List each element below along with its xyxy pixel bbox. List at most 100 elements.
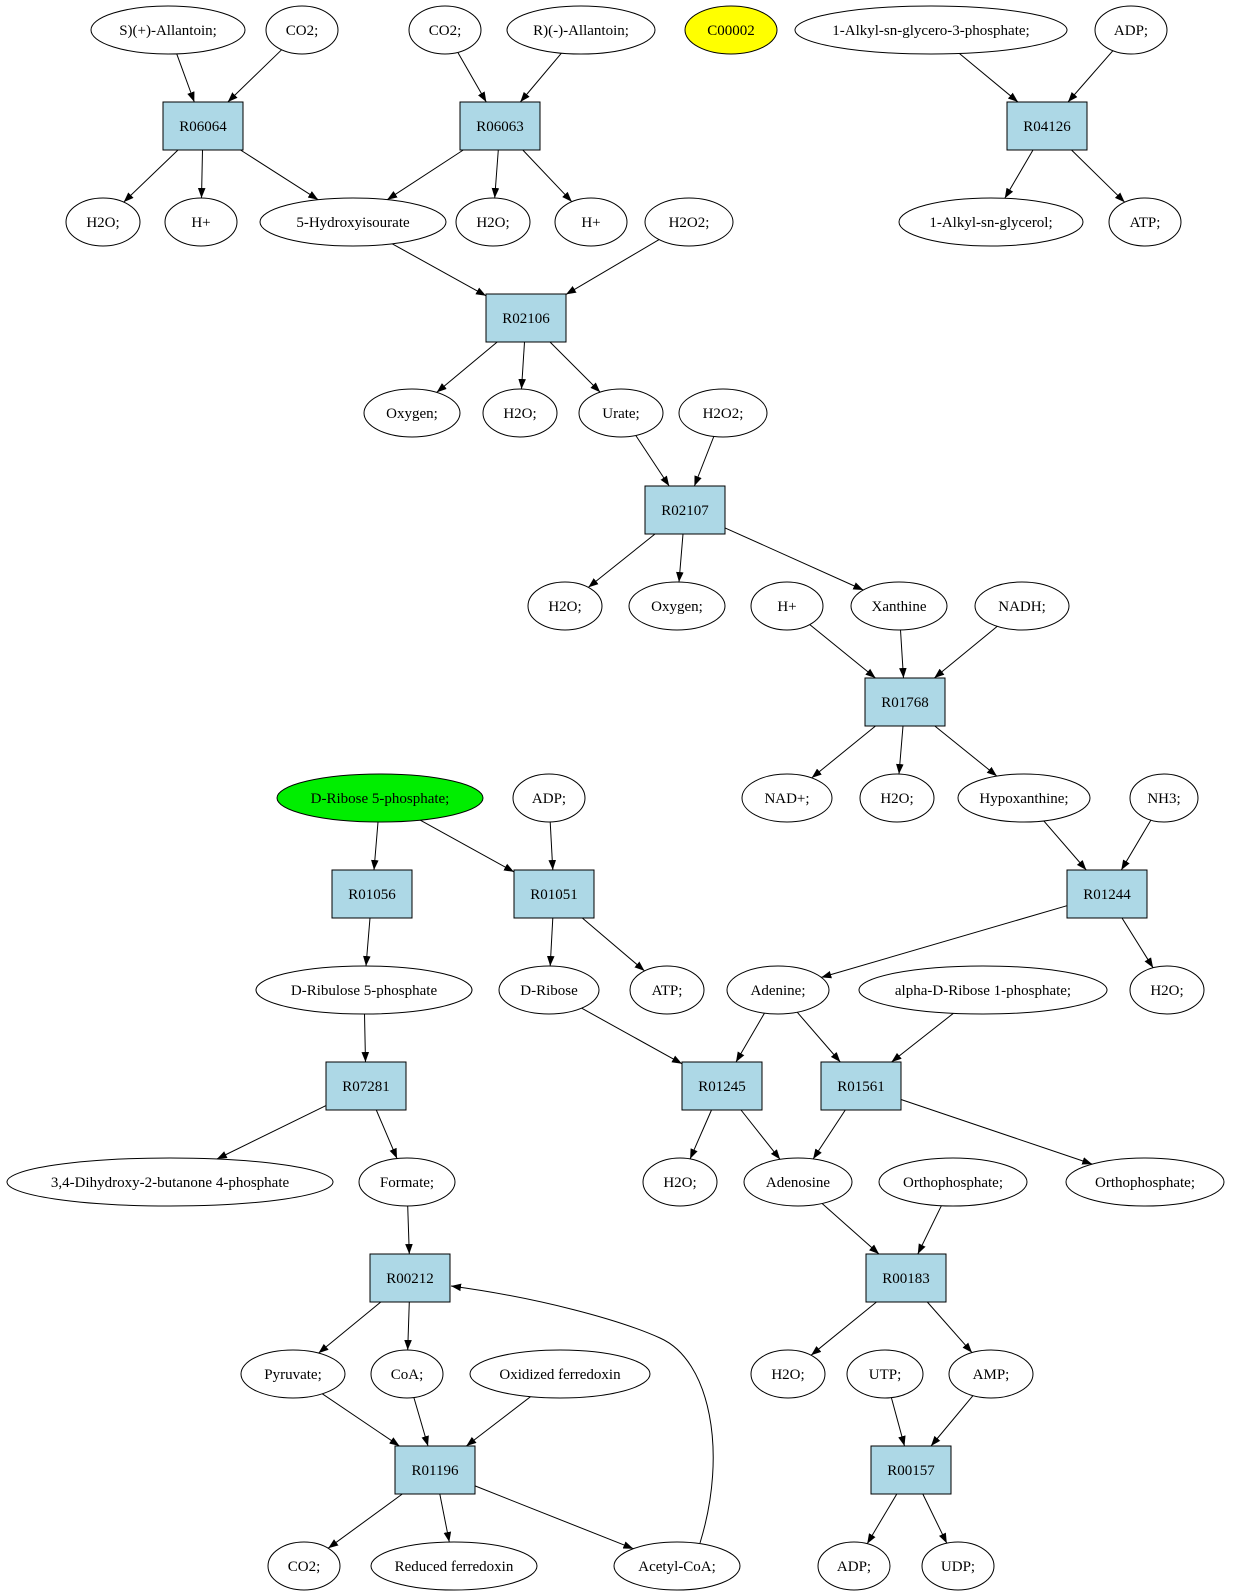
compound-node[interactable]: H2O2; (644, 197, 734, 247)
compound-node[interactable]: H+ (164, 197, 238, 247)
reaction-node[interactable]: R06063 (459, 101, 541, 151)
compound-node[interactable]: Oxygen; (628, 581, 726, 631)
compound-label: Oxidized ferredoxin (499, 1367, 621, 1383)
compound-shape (741, 773, 833, 823)
compound-node[interactable]: Orthophosphate; (1065, 1157, 1225, 1207)
edge-c_hypoxanthine-to-r_R01244 (1043, 820, 1087, 871)
compound-label: ADP; (837, 1559, 871, 1575)
compound-node[interactable]: CO2; (265, 5, 339, 55)
compound-node[interactable]: ADP; (817, 1541, 891, 1591)
compound-node[interactable]: Reduced ferredoxin (370, 1541, 538, 1591)
compound-node[interactable]: D-Ribose (498, 965, 600, 1015)
edge-c_ribulose5p-to-r_R07281 (361, 1013, 370, 1063)
reaction-node[interactable]: R01245 (681, 1061, 763, 1111)
reaction-box (820, 1061, 902, 1111)
compound-node[interactable]: H2O; (859, 773, 935, 823)
reaction-node[interactable]: R00183 (865, 1253, 947, 1303)
compound-node[interactable]: 1-Alkyl-sn-glycero-3-phosphate; (794, 5, 1068, 55)
compound-node[interactable]: Hypoxanthine; (957, 773, 1091, 823)
compound-node[interactable]: H2O; (750, 1349, 826, 1399)
edge-arrow (546, 917, 555, 967)
compound-node[interactable]: CoA; (370, 1349, 444, 1399)
edge-arrow (391, 243, 487, 297)
compound-shape (1065, 1157, 1225, 1207)
reaction-node[interactable]: R02106 (485, 293, 567, 343)
compound-node[interactable]: H2O; (1129, 965, 1205, 1015)
compound-node[interactable]: S)(+)-Allantoin; (90, 5, 246, 55)
compound-node[interactable]: D-Ribulose 5-phosphate (255, 965, 473, 1015)
compound-node[interactable]: 5-Hydroxyisourate (259, 197, 447, 247)
compound-node[interactable]: ADP; (1094, 5, 1168, 55)
compound-node[interactable]: NH3; (1129, 773, 1199, 823)
compound-node[interactable]: ADP; (512, 773, 586, 823)
edge-r_R01244-to-c_adenine (821, 905, 1068, 979)
reaction-node[interactable]: R06064 (162, 101, 244, 151)
compound-label: Formate; (380, 1175, 434, 1191)
compound-node[interactable]: Pyruvate; (240, 1349, 346, 1399)
reaction-node[interactable]: R01056 (331, 869, 413, 919)
compound-node[interactable]: NAD+; (741, 773, 833, 823)
compound-node[interactable]: H2O; (527, 581, 603, 631)
compound-node[interactable]: H+ (554, 197, 628, 247)
compound-node[interactable]: alpha-D-Ribose 1-phosphate; (858, 965, 1108, 1015)
compound-node[interactable]: D-Ribose 5-phosphate; (276, 773, 484, 823)
compound-node[interactable]: H2O; (455, 197, 531, 247)
compound-node[interactable]: Xanthine (850, 581, 948, 631)
compound-label: CO2; (429, 23, 462, 39)
compound-shape (370, 1349, 444, 1399)
edge-arrow (1071, 149, 1126, 203)
compound-node[interactable]: Formate; (358, 1157, 456, 1207)
compound-node[interactable]: H+ (750, 581, 824, 631)
edge-c_alkyl_g3p-to-r_R04126 (959, 53, 1019, 103)
compound-node[interactable]: H2O; (642, 1157, 718, 1207)
compound-node[interactable]: ATP; (1108, 197, 1182, 247)
compound-node[interactable]: 3,4-Dihydroxy-2-butanone 4-phosphate (6, 1157, 334, 1207)
reaction-node[interactable]: R04126 (1006, 101, 1088, 151)
compound-node[interactable]: Orthophosphate; (878, 1157, 1028, 1207)
reaction-node[interactable]: R00157 (870, 1445, 952, 1495)
compound-node[interactable]: H2O2; (678, 388, 768, 438)
compound-node[interactable]: H2O; (482, 388, 558, 438)
compound-node[interactable]: H2O; (65, 197, 141, 247)
reaction-node[interactable]: R07281 (325, 1061, 407, 1111)
reaction-node[interactable]: R02107 (644, 485, 726, 535)
edge-arrow (491, 149, 500, 199)
edge-r_R06064-to-c_hplus_1 (197, 149, 206, 199)
compound-node[interactable]: UTP; (846, 1349, 924, 1399)
compound-node[interactable]: Adenosine (743, 1157, 853, 1207)
compound-node[interactable]: AMP; (948, 1349, 1034, 1399)
edge-r_R01561-to-c_ortho_2 (900, 1099, 1093, 1165)
reaction-label: R01768 (881, 695, 929, 711)
compound-node[interactable]: NADH; (974, 581, 1070, 631)
edge-arrow (796, 1011, 841, 1063)
compound-shape (512, 773, 586, 823)
edge-c_h2o2_2-to-r_R02107 (693, 436, 715, 487)
compound-label: S)(+)-Allantoin; (119, 23, 217, 39)
compound-node[interactable]: R)(-)-Allantoin; (506, 5, 656, 55)
compound-node[interactable]: UDP; (921, 1541, 995, 1591)
reaction-node[interactable]: R00212 (369, 1253, 451, 1303)
compound-node[interactable]: 1-Alkyl-sn-glycerol; (898, 197, 1084, 247)
reaction-node[interactable]: R01196 (394, 1445, 476, 1495)
reaction-node[interactable]: R01561 (820, 1061, 902, 1111)
edge-arrow (821, 1203, 880, 1255)
compound-node[interactable]: ATP; (629, 965, 705, 1015)
compound-node[interactable]: CO2; (408, 5, 482, 55)
compound-node[interactable]: Urate; (578, 388, 664, 438)
compound-shape (482, 388, 558, 438)
compound-node[interactable]: Acetyl-CoA; (613, 1541, 741, 1591)
compound-node[interactable]: Oxidized ferredoxin (469, 1349, 651, 1399)
compound-node[interactable]: C00002 (684, 5, 778, 55)
reaction-label: R06064 (179, 119, 227, 135)
compound-node[interactable]: Oxygen; (363, 388, 461, 438)
edge-c_s_allantoin-to-r_R06064 (176, 53, 195, 103)
reaction-node[interactable]: R01244 (1066, 869, 1148, 919)
edge-arrow (240, 149, 319, 201)
edge-arrow (363, 917, 371, 967)
compound-node[interactable]: Adenine; (726, 965, 830, 1015)
reaction-node[interactable]: R01051 (513, 869, 595, 919)
compound-node[interactable]: CO2; (267, 1541, 341, 1591)
reaction-node[interactable]: R01768 (864, 677, 946, 727)
reaction-box (513, 869, 595, 919)
